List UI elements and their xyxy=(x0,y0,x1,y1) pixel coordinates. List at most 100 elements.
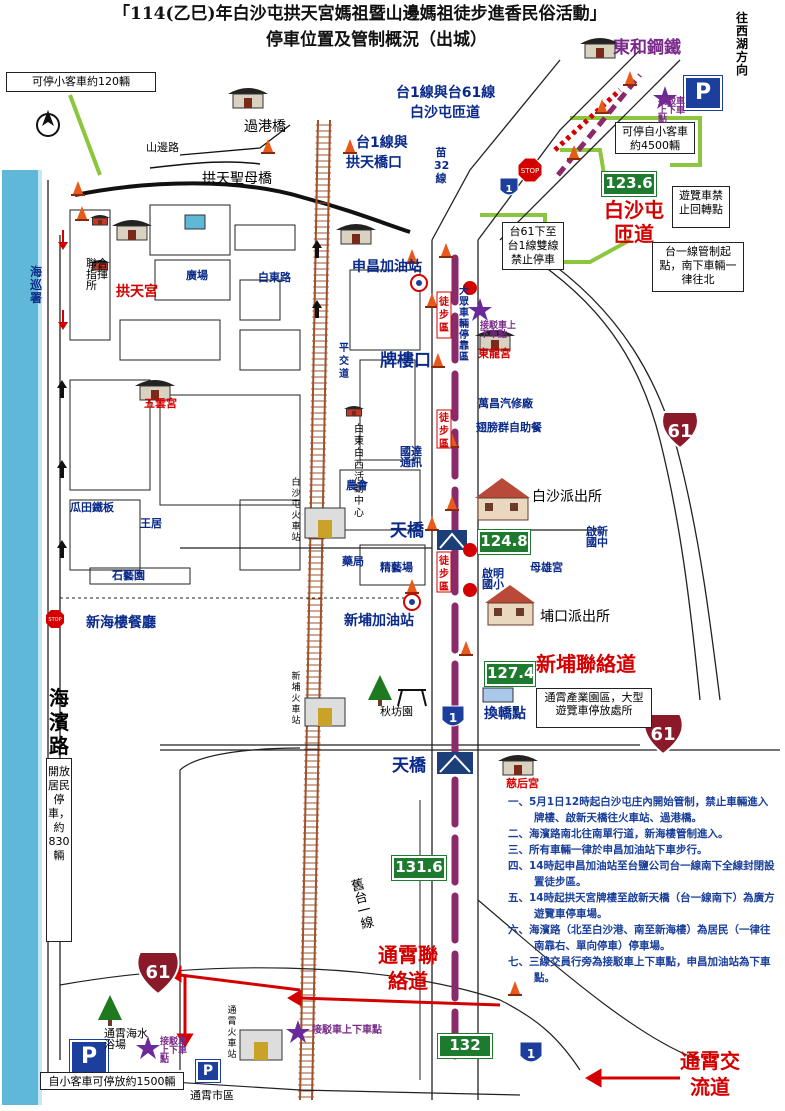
police-station-icon xyxy=(475,478,530,521)
temples xyxy=(90,38,620,776)
svg-text:61: 61 xyxy=(650,724,675,745)
label-lianhe: 聯合指揮所 xyxy=(86,257,108,292)
label-tai1-gong: 台1線與 xyxy=(356,135,408,151)
traffic-cone-icon xyxy=(441,243,451,256)
map-title-line2: 停車位置及管制概況（出城） xyxy=(266,30,487,50)
parking-icon: P xyxy=(195,1059,221,1083)
label-bukou-police: 埔口派出所 xyxy=(540,609,610,625)
temple-icon xyxy=(228,88,268,109)
label-donghe-steel: 東和鋼鐵 xyxy=(613,38,681,58)
temple-icon xyxy=(135,380,175,401)
traffic-cone-icon xyxy=(407,579,417,592)
traffic-cone-icon xyxy=(447,496,457,509)
railway xyxy=(299,119,331,1101)
km-marker: 124.8 xyxy=(477,529,531,555)
label-haibin-road: 海濱路 xyxy=(49,686,69,758)
label-wangju: 王居 xyxy=(140,517,162,530)
traffic-cone-icon xyxy=(433,353,443,366)
note-item: 七、三線交員行旁為接駁車上下車點，申昌加油站為下車點。 xyxy=(508,956,771,984)
label-shuttle-3: 接駁車上下車點 xyxy=(480,321,517,340)
label-cihou-temple: 慈后宮 xyxy=(506,777,539,790)
traffic-cone-icon xyxy=(569,145,579,158)
label-huancheng: 換轎點 xyxy=(484,706,526,722)
note-item: 一、5月1日12時起白沙屯庄內開始管制，禁止車輛進入牌樓、啟新天橋往火車站、過港… xyxy=(508,796,769,824)
green-pointer-2 xyxy=(570,116,702,167)
svg-text:1: 1 xyxy=(527,1047,535,1061)
police-station-icon xyxy=(485,585,535,626)
temple-icon xyxy=(498,755,538,776)
parking-icon: P xyxy=(683,75,723,111)
label-guogang-bridge: 過港橋 xyxy=(244,119,286,135)
label-qiming-school: 啟明國小 xyxy=(482,567,504,591)
label-baisha-link: 白沙屯匝道 xyxy=(410,105,480,121)
tongxiao-park-box: 通霄產業園區，大型遊覽車停放處所 xyxy=(536,688,652,728)
label-baidong-road: 白東路 xyxy=(258,271,291,284)
label-tongxiao-interchange: 通霄交流道 xyxy=(680,1049,740,1099)
label-pingjiao: 平交道 xyxy=(339,343,349,380)
traffic-cone-icon xyxy=(461,641,471,654)
km-marker: 127.4 xyxy=(484,661,536,687)
label-nonghui: 農會 xyxy=(346,479,368,492)
label-xinhai-restaurant: 新海樓餐廳 xyxy=(86,615,156,631)
label-wanchang: 萬昌汽修廠 xyxy=(478,397,533,410)
sea xyxy=(2,170,38,1105)
svg-text:STOP: STOP xyxy=(521,167,539,175)
note-item: 五、14時起拱天宮牌樓至啟新天橋（台一線南下）為廣方遊覽車停車場。 xyxy=(508,892,775,920)
label-shiyi: 石藝園 xyxy=(112,569,145,582)
route-61-shield-icon: 61 xyxy=(661,411,699,450)
label-baisha-station: 白沙屯火車站 xyxy=(291,478,301,543)
route-1-shield-icon: 1 xyxy=(519,1041,543,1063)
tai1-control-box: 台一線管制起點，南下車輛一律往北 xyxy=(652,242,744,292)
temple-icon xyxy=(344,406,364,417)
label-miao32: 苗32線 xyxy=(434,146,450,185)
km-marker: 123.6 xyxy=(601,171,657,197)
traffic-cone-icon xyxy=(77,206,87,219)
label-xinpu-link: 新埔聯絡道 xyxy=(536,652,636,676)
label-gongtian-temple: 拱天宮 xyxy=(116,284,158,300)
label-shuttle-1: 接駁車上下車點 xyxy=(160,1037,188,1065)
traffic-cone-icon xyxy=(597,99,607,112)
label-tianqiao-1: 天橋 xyxy=(390,521,424,541)
label-shuttle-2: 接駁車上下車點 xyxy=(312,1025,382,1036)
parking-icon: P xyxy=(69,1039,109,1075)
label-baisha-police: 白沙派出所 xyxy=(532,489,602,505)
route-61-shield-icon: 61 xyxy=(643,713,684,756)
traffic-cone-icon xyxy=(510,981,520,994)
map-title-line1: 「114(乙巳)年白沙屯拱天宮媽祖暨山邊媽祖徒步進香民俗活動」 xyxy=(113,4,607,24)
svg-text:STOP: STOP xyxy=(48,617,61,623)
traffic-cone-icon xyxy=(345,139,355,152)
label-tongxiao-train: 通霄火車站 xyxy=(227,1006,237,1060)
train-station-icon xyxy=(304,507,346,539)
label-qiufang: 秋坊園 xyxy=(380,705,413,718)
stop-sign-icon: STOP xyxy=(46,610,64,628)
traffic-cone-icon xyxy=(73,181,83,194)
label-tongxiao-city: 通霄市區 xyxy=(190,1089,234,1102)
label-shenchang: 申昌加油站 xyxy=(352,259,422,275)
picnic-table-icon xyxy=(397,689,427,707)
compass-icon xyxy=(36,110,60,137)
temple-icon xyxy=(580,38,620,59)
gongtian-bridge-road xyxy=(74,181,411,234)
north-arrows xyxy=(57,240,322,558)
label-walk-1: 徒步區 xyxy=(439,297,449,334)
bridge-icon xyxy=(437,752,473,774)
label-wuyun-temple: 五雲宮 xyxy=(144,397,177,410)
route-1-shield-icon: 1 xyxy=(441,705,465,727)
transfer-point-icon xyxy=(482,687,514,703)
route-1-shield-icon: 1 xyxy=(499,177,519,196)
train-station-icon xyxy=(304,697,346,727)
route-61-shield-icon: 61 xyxy=(136,951,180,996)
label-kaifang-box: 開放居民停車，約830輛 xyxy=(46,758,72,942)
temple-icon xyxy=(90,260,110,271)
railway-ties xyxy=(298,124,332,1098)
label-walk-2: 徒步區 xyxy=(439,413,449,450)
label-haixun: 海巡署 xyxy=(29,265,42,305)
label-to-xihu: 往西湖方向 xyxy=(735,11,748,77)
label-yaoju: 藥局 xyxy=(342,555,364,568)
km-marker: 131.6 xyxy=(391,855,447,881)
parking-120-box: 可停小客車約120輛 xyxy=(6,72,156,92)
tree-icon xyxy=(368,675,392,706)
tree-icon xyxy=(98,995,122,1026)
svg-text:61: 61 xyxy=(667,421,692,442)
control-notes: 一、5月1日12時起白沙屯庄內開始管制，禁止車輛進入牌樓、啟新天橋往火車站、過港… xyxy=(508,794,778,986)
